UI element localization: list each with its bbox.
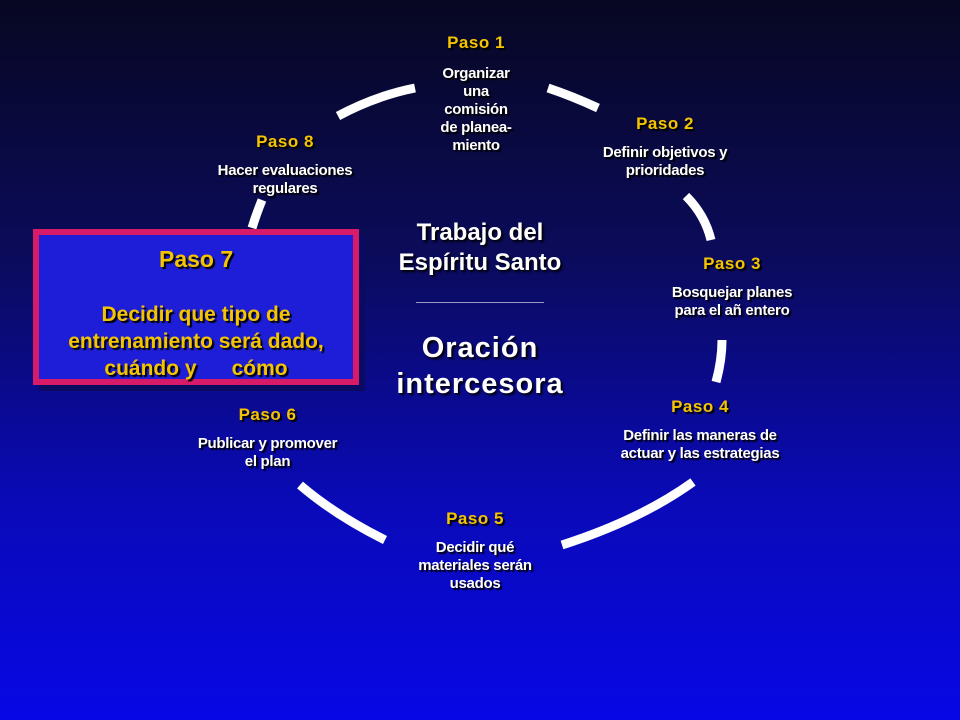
step-line: Definir objetivos y [602, 144, 728, 161]
step-line: materiales serán [418, 557, 532, 574]
ring-arc [711, 339, 727, 384]
center-top-line: Espíritu Santo [398, 249, 562, 276]
step-line: Decidir qué [435, 539, 515, 556]
step-line: una [463, 83, 489, 100]
step-line: Definir las maneras de [623, 427, 777, 444]
step-text: Hacer evaluaciones regulares [180, 162, 390, 198]
step-title: Paso 6 [238, 405, 297, 424]
step-title: Paso 7 [159, 246, 234, 272]
step-text: Decidir que tipo de entrenamiento será d… [43, 301, 349, 382]
step-line: Publicar y promover [197, 435, 338, 452]
step-text: Decidir qué materiales serán usados [385, 539, 565, 593]
step-line: miento [452, 137, 500, 154]
step-line: el plan [244, 453, 291, 470]
ring-arc [247, 198, 267, 230]
step-text: Definir objetivos y prioridades [565, 144, 765, 180]
step-3: Paso 3 Bosquejar planes para el añ enter… [632, 254, 832, 320]
ring-arc [560, 478, 696, 550]
step-title: Paso 3 [703, 254, 761, 273]
step-1: Paso 1 Organizar una comisión de planea-… [406, 33, 546, 155]
step-title: Paso 8 [256, 132, 314, 151]
step-line: usados [449, 575, 501, 592]
step-text: Definir las maneras de actuar y las estr… [580, 427, 820, 463]
step-6: Paso 6 Publicar y promover el plan [165, 405, 370, 471]
step-title: Paso 2 [636, 114, 694, 133]
center-top-line: Trabajo del [416, 219, 544, 246]
step-title: Paso 4 [671, 397, 729, 416]
step-7-highlight-box: Paso 7 Decidir que tipo de entrenamiento… [33, 229, 359, 385]
step-line: Decidir que tipo de [101, 303, 291, 326]
step-line: Organizar [442, 65, 510, 82]
center-bottom-line: intercesora [396, 368, 564, 400]
ring-arc [335, 83, 416, 120]
step-2: Paso 2 Definir objetivos y prioridades [565, 114, 765, 180]
center-divider [416, 302, 544, 303]
step-line: Hacer evaluaciones [217, 162, 353, 179]
center-bottom-line: Oración [421, 332, 539, 364]
step-line: comisión [444, 101, 508, 118]
step-8: Paso 8 Hacer evaluaciones regulares [180, 132, 390, 198]
step-5: Paso 5 Decidir qué materiales serán usad… [385, 509, 565, 593]
step-text: Organizar una comisión de planea- miento [406, 65, 546, 155]
step-line: prioridades [625, 162, 705, 179]
ring-arc [546, 83, 600, 113]
step-text: Bosquejar planes para el añ entero [632, 284, 832, 320]
step-line: Bosquejar planes [671, 284, 793, 301]
center-holy-spirit: Trabajo del Espíritu Santo [360, 218, 600, 278]
step-line: de planea- [440, 119, 512, 136]
step-4: Paso 4 Definir las maneras de actuar y l… [580, 397, 820, 463]
step-line: para el añ entero [674, 302, 790, 319]
step-line: cuándo y cómo [104, 357, 288, 380]
step-line: entrenamiento será dado, [68, 330, 324, 353]
ring-arc [682, 192, 716, 242]
step-text: Publicar y promover el plan [165, 435, 370, 471]
step-line: regulares [252, 180, 318, 197]
step-line: actuar y las estrategias [620, 445, 780, 462]
ring-arc [297, 481, 388, 545]
center-prayer: Oración intercesora [360, 330, 600, 402]
step-title: Paso 5 [446, 509, 504, 528]
step-title: Paso 1 [447, 33, 505, 52]
